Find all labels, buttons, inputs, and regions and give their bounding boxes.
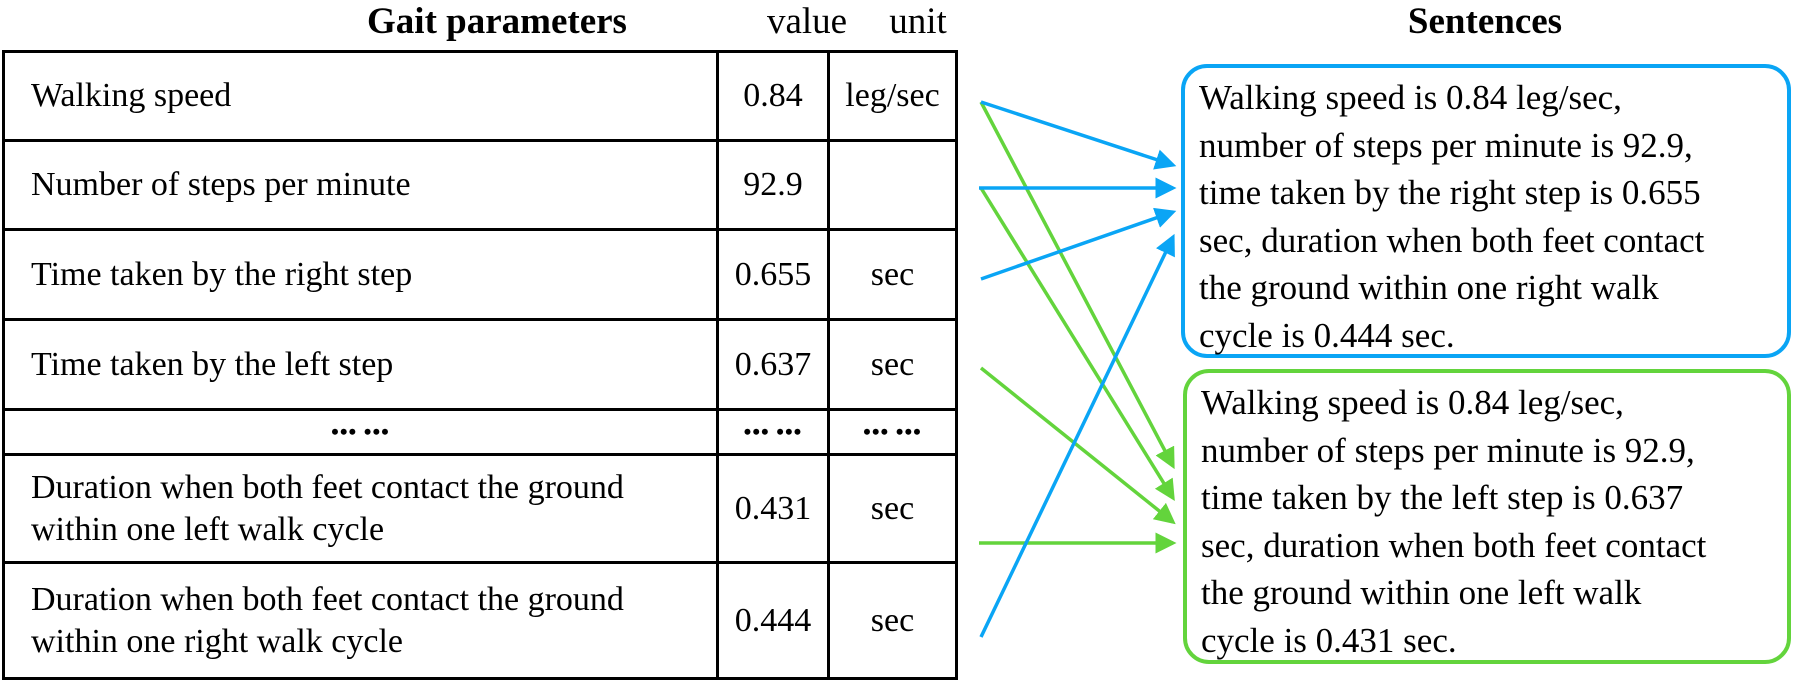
value-cell: 0.431	[716, 453, 830, 564]
green-arrow-steps	[979, 187, 1175, 501]
left-cycle-sentence-box: Walking speed is 0.84 leg/sec, number of…	[1183, 369, 1791, 664]
sentence-line: Walking speed is 0.84 leg/sec,	[1199, 78, 1622, 117]
ellipsis-cell: ••• •••	[716, 408, 830, 456]
blue-arrow-right-step	[980, 207, 1177, 281]
param-line: Duration when both feet contact the grou…	[31, 580, 624, 618]
value-header: value	[766, 1, 848, 42]
table-row: Walking speed 0.84 leg/sec	[2, 50, 958, 142]
green-arrow-speed	[979, 101, 1175, 470]
sentence-line: the ground within one right walk	[1199, 268, 1659, 308]
blue-arrow-speed	[980, 100, 1177, 170]
sentences-header: Sentences	[1407, 1, 1563, 42]
ellipsis-row: ••• ••• ••• ••• ••• •••	[2, 408, 958, 456]
unit-cell: sec	[827, 318, 958, 411]
unit-header: unit	[889, 1, 947, 42]
sentence-line: cycle is 0.444 sec.	[1199, 315, 1455, 355]
unit-cell: sec	[827, 453, 958, 564]
value-cell: 0.444	[716, 561, 830, 680]
param-line: Duration when both feet contact the grou…	[31, 468, 624, 506]
param-cell: Duration when both feet contact the grou…	[2, 561, 719, 680]
unit-cell: leg/sec	[827, 50, 958, 142]
ellipsis-cell: ••• •••	[827, 408, 958, 456]
param-line: within one left walk cycle	[31, 510, 385, 548]
sentence-line: time taken by the left step is 0.637	[1201, 478, 1684, 518]
table-row: Duration when both feet contact the grou…	[2, 561, 958, 680]
value-cell: 0.655	[716, 228, 830, 321]
sentence-line: number of steps per minute is 92.9,	[1199, 125, 1693, 165]
table-row: Time taken by the left step 0.637 sec	[2, 318, 958, 411]
sentence-line: number of steps per minute is 92.9,	[1201, 430, 1695, 470]
ellipsis-cell: ••• •••	[2, 408, 719, 456]
value-cell: 0.637	[716, 318, 830, 411]
gait-parameters-header: Gait parameters	[367, 1, 627, 42]
unit-cell: sec	[827, 228, 958, 321]
blue-arrow-right-cycle	[979, 233, 1175, 638]
right-cycle-sentence-box: Walking speed is 0.84 leg/sec, number of…	[1181, 64, 1791, 358]
table-row: Time taken by the right step 0.655 sec	[2, 228, 958, 321]
sentence-line: time taken by the right step is 0.655	[1199, 173, 1701, 213]
unit-cell	[827, 139, 958, 231]
param-cell: Duration when both feet contact the grou…	[2, 453, 719, 564]
sentence-line: sec, duration when both feet contact	[1201, 525, 1707, 565]
param-line: within one right walk cycle	[31, 622, 404, 660]
green-arrow-left-step	[979, 366, 1176, 525]
param-cell: Number of steps per minute	[2, 139, 719, 231]
param-cell: Time taken by the left step	[2, 318, 719, 411]
param-cell: Time taken by the right step	[2, 228, 719, 321]
sentence-line: the ground within one left walk	[1201, 573, 1642, 613]
table-row: Number of steps per minute 92.9	[2, 139, 958, 231]
table-row: Duration when both feet contact the grou…	[2, 453, 958, 564]
sentence-line: cycle is 0.431 sec.	[1201, 620, 1457, 660]
unit-cell: sec	[827, 561, 958, 680]
value-cell: 92.9	[716, 139, 830, 231]
sentence-line: sec, duration when both feet contact	[1199, 220, 1705, 260]
param-cell: Walking speed	[2, 50, 719, 142]
gait-parameters-table: Walking speed 0.84 leg/sec Number of ste…	[2, 50, 958, 680]
sentence-line: Walking speed is 0.84 leg/sec,	[1201, 383, 1624, 422]
value-cell: 0.84	[716, 50, 830, 142]
